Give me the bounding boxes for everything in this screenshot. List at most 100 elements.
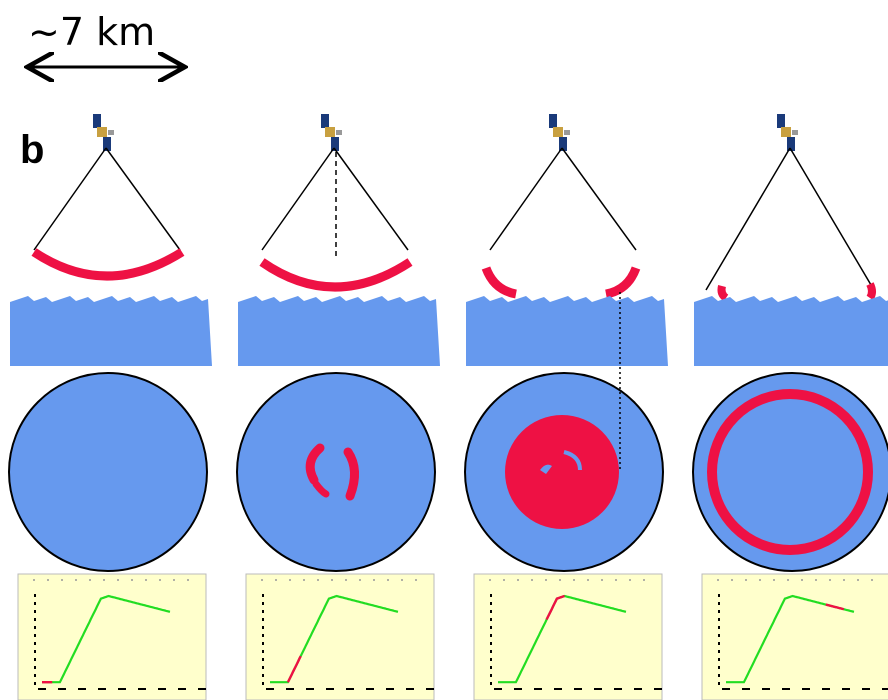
plot-grid-dot: [359, 579, 361, 581]
plot-grid-dot: [587, 579, 589, 581]
plot-axis-dot: [38, 688, 46, 690]
plot-axis-dot: [718, 682, 720, 685]
plot-grid-dot: [531, 579, 533, 581]
waveform-plot: [701, 573, 888, 700]
plot-grid-dot: [773, 579, 775, 581]
plot-grid-dot: [871, 579, 873, 581]
plot-axis-dot: [262, 626, 264, 629]
ground-surface: [694, 296, 888, 366]
plot-axis-dot: [262, 674, 264, 677]
plot-grid-dot: [145, 579, 147, 581]
plot-axis-dot: [494, 688, 502, 690]
footprint-disc: [8, 372, 208, 572]
plot-axis-dot: [262, 666, 264, 669]
ground-surface: [10, 296, 212, 366]
footprint-disc: [236, 372, 436, 572]
plot-axis-dot: [742, 688, 750, 690]
plot-grid-dot: [829, 579, 831, 581]
plot-axis-dot: [718, 594, 720, 597]
plot-axis-dot: [138, 688, 146, 690]
footprint-echo: [305, 443, 325, 485]
beam-edge-left: [33, 147, 107, 251]
plot-axis-dot: [490, 602, 492, 605]
satellite-icon: [777, 114, 798, 151]
plot-grid-dot: [187, 579, 189, 581]
plot-axis-dot: [58, 688, 66, 690]
plot-axis-dot: [158, 688, 166, 690]
echo-arc: [31, 248, 185, 281]
plot-grid-dot: [387, 579, 389, 581]
plot-axis-dot: [34, 634, 36, 637]
plot-grid-dot: [261, 579, 263, 581]
plot-axis-dot: [262, 602, 264, 605]
plot-grid-dot: [131, 579, 133, 581]
plot-grid-dot: [615, 579, 617, 581]
plot-grid-dot: [331, 579, 333, 581]
plot-axis-dot: [490, 618, 492, 621]
plot-grid-dot: [815, 579, 817, 581]
plot-axis-dot: [262, 618, 264, 621]
plot-axis-dot: [118, 688, 126, 690]
plot-axis-dot: [406, 688, 414, 690]
plot-axis-dot: [262, 594, 264, 597]
plot-axis-dot: [782, 688, 790, 690]
footprint-echo: [312, 480, 330, 498]
plot-axis-dot: [262, 658, 264, 661]
plot-grid-dot: [75, 579, 77, 581]
plot-axis-dot: [718, 650, 720, 653]
plot-axis-dot: [762, 688, 770, 690]
plot-axis-dot: [490, 650, 492, 653]
waveform-plot: [245, 573, 435, 700]
plot-axis-dot: [34, 650, 36, 653]
plot-grid-dot: [731, 579, 733, 581]
plot-axis-dot: [34, 642, 36, 645]
plot-grid-dot: [103, 579, 105, 581]
plot-grid-dot: [489, 579, 491, 581]
plot-grid-dot: [117, 579, 119, 581]
plot-grid-dot: [345, 579, 347, 581]
beam-edge-left: [261, 147, 335, 251]
footprint-echo: [707, 389, 873, 555]
plot-axis-dot: [490, 594, 492, 597]
panel-label: b: [20, 128, 45, 172]
plot-axis-dot: [98, 688, 106, 690]
plot-axis-dot: [306, 688, 314, 690]
plot-grid-dot: [317, 579, 319, 581]
plot-axis-dot: [34, 594, 36, 597]
plot-axis-dot: [34, 658, 36, 661]
plot-axis-dot: [262, 610, 264, 613]
footprint-gap: [540, 464, 552, 474]
plot-axis-dot: [386, 688, 394, 690]
waveform-plot: [17, 573, 207, 700]
plot-axis-dot: [490, 666, 492, 669]
plot-axis-dot: [718, 642, 720, 645]
plot-axis-dot: [718, 658, 720, 661]
plot-axis-dot: [490, 658, 492, 661]
plot-grid-dot: [787, 579, 789, 581]
plot-axis-dot: [34, 674, 36, 677]
footprint-echo: [505, 415, 619, 529]
plot-grid-dot: [503, 579, 505, 581]
plot-grid-dot: [33, 579, 35, 581]
plot-axis-dot: [366, 688, 374, 690]
column-3: [464, 114, 668, 700]
plot-axis-dot: [262, 642, 264, 645]
plot-axis-dot: [802, 688, 810, 690]
plot-axis-dot: [490, 634, 492, 637]
plot-axis-dot: [426, 688, 434, 690]
waveform-highlight: [545, 594, 565, 621]
plot-axis-dot: [266, 688, 274, 690]
plot-grid-dot: [289, 579, 291, 581]
plot-axis-dot: [718, 626, 720, 629]
plot-grid-dot: [717, 579, 719, 581]
column-2: [236, 114, 440, 700]
plot-grid-dot: [629, 579, 631, 581]
plot-grid-dot: [857, 579, 859, 581]
plot-grid-dot: [801, 579, 803, 581]
plot-grid-dot: [415, 579, 417, 581]
plot-axis-dot: [634, 688, 642, 690]
plot-axis-dot: [718, 618, 720, 621]
plot-axis-dot: [326, 688, 334, 690]
plot-axis-dot: [490, 610, 492, 613]
beam-edge-right: [789, 147, 875, 291]
